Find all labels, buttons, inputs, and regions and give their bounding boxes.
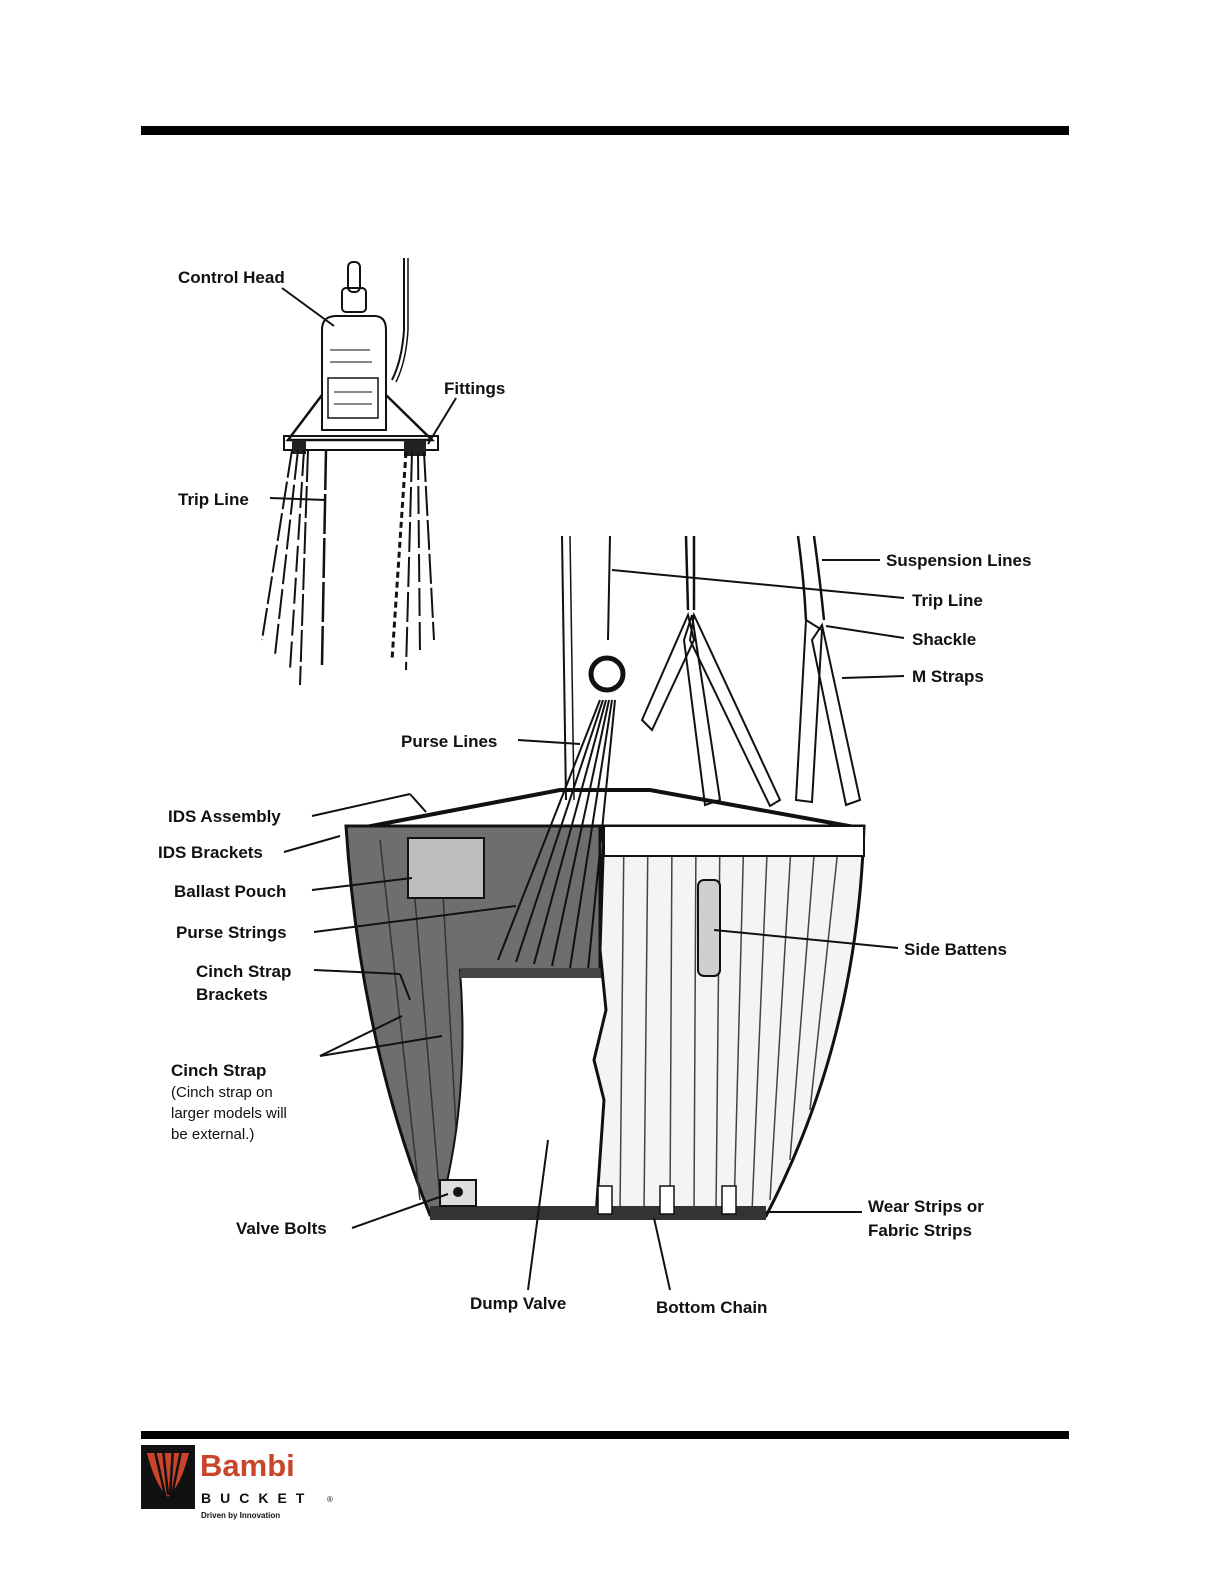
bambi-bucket-logo: Bambi BUCKET ® Driven by Innovation <box>141 1445 341 1525</box>
logo-subword: BUCKET <box>201 1490 314 1506</box>
label-fittings: Fittings <box>444 379 505 398</box>
label-wear-strips-line2: Fabric Strips <box>868 1221 972 1240</box>
label-valve-bolts: Valve Bolts <box>236 1219 327 1238</box>
label-bottom-chain: Bottom Chain <box>656 1298 767 1317</box>
label-cinch-strap-brackets-line2: Brackets <box>196 985 268 1004</box>
label-dump-valve: Dump Valve <box>470 1294 566 1313</box>
logo-registered-mark: ® <box>327 1495 333 1504</box>
label-ids-brackets: IDS Brackets <box>158 843 263 862</box>
bucket-illustration <box>344 535 866 1220</box>
label-trip-line-top: Trip Line <box>178 490 249 509</box>
label-cinch-strap-brackets-line1: Cinch Strap <box>196 962 291 981</box>
diagram-labels: Control Head Fittings Trip Line Suspensi… <box>158 268 1031 1317</box>
logo-word: Bambi <box>200 1448 295 1483</box>
top-rule <box>141 126 1069 135</box>
label-ballast-pouch: Ballast Pouch <box>174 882 286 901</box>
label-cinch-strap: Cinch Strap <box>171 1061 266 1080</box>
bottom-rule <box>141 1431 1069 1439</box>
label-side-battens: Side Battens <box>904 940 1007 959</box>
label-shackle: Shackle <box>912 630 976 649</box>
label-wear-strips-line1: Wear Strips or <box>868 1197 984 1216</box>
label-purse-strings: Purse Strings <box>176 923 287 942</box>
label-cinch-note-line2: larger models will <box>171 1105 287 1122</box>
bucket-logo-icon <box>141 1445 195 1509</box>
label-cinch-note-line3: be external.) <box>171 1126 254 1143</box>
label-trip-line: Trip Line <box>912 591 983 610</box>
label-cinch-note-line1: (Cinch strap on <box>171 1084 273 1101</box>
leader-lines <box>269 287 905 1291</box>
label-purse-lines: Purse Lines <box>401 732 497 751</box>
label-control-head: Control Head <box>178 268 285 287</box>
label-suspension-lines: Suspension Lines <box>886 551 1031 570</box>
logo-tagline: Driven by Innovation <box>201 1511 281 1520</box>
label-m-straps: M Straps <box>912 667 984 686</box>
label-ids-assembly: IDS Assembly <box>168 807 281 826</box>
control-head-illustration <box>261 258 439 686</box>
